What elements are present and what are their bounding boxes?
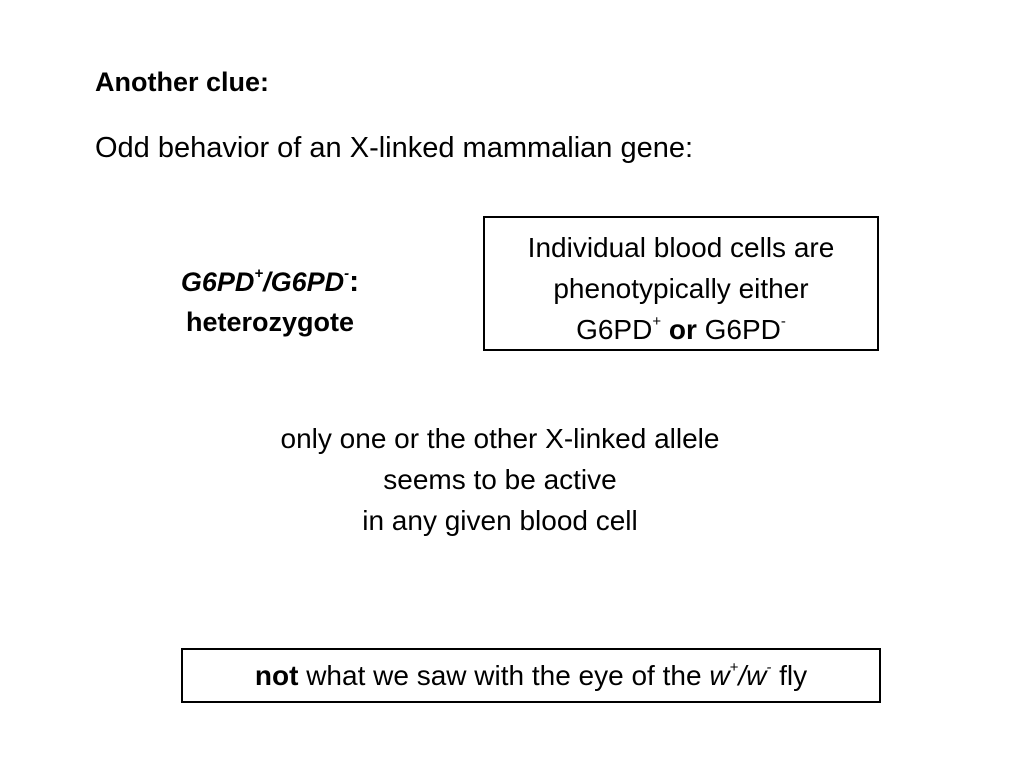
conclusion-text: only one or the other X-linked allele se… — [150, 418, 850, 541]
note-allele-2: w — [746, 660, 767, 691]
phenotype-box: Individual blood cells are phenotypicall… — [483, 216, 879, 351]
phenotype-gene-b-superscript: - — [780, 312, 786, 330]
conclusion-line-1: only one or the other X-linked allele — [280, 423, 720, 454]
note-allele-1-superscript: + — [729, 658, 739, 676]
note-emphasis: not — [254, 660, 299, 691]
allele-1: G6PD — [180, 267, 255, 297]
phenotype-gene-a-superscript: + — [652, 312, 662, 330]
allele-1-superscript: + — [254, 265, 264, 282]
note-box: not what we saw with the eye of the w+/w… — [181, 648, 881, 703]
note-allele-1: w — [709, 660, 730, 691]
genotype-label: G6PD+/G6PD-: heterozygote — [120, 262, 420, 342]
note-allele-2-superscript: - — [766, 658, 772, 676]
allele-2: G6PD — [270, 267, 345, 297]
genotype-slash: / — [263, 267, 271, 297]
phenotype-or-word: or — [668, 314, 697, 345]
note-text: what we saw with the eye of the — [298, 660, 710, 691]
phenotype-gene-a: G6PD — [576, 314, 653, 345]
note-tail: fly — [771, 660, 808, 691]
phenotype-gene-b: G6PD — [704, 314, 781, 345]
genotype-formula: G6PD+/G6PD-: — [120, 262, 420, 302]
slide-heading: Another clue: — [95, 67, 270, 97]
phenotype-line-3: G6PD+ or G6PD- — [485, 309, 877, 350]
note-slash: / — [738, 660, 747, 691]
genotype-type: heterozygote — [185, 307, 355, 337]
conclusion-line-3: in any given blood cell — [362, 505, 638, 536]
conclusion-line-2: seems to be active — [383, 464, 617, 495]
genotype-colon: : — [349, 265, 360, 298]
phenotype-line-2: phenotypically either — [553, 273, 809, 304]
slide-subheading: Odd behavior of an X-linked mammalian ge… — [95, 132, 694, 164]
allele-2-superscript: - — [344, 265, 350, 282]
phenotype-line-1: Individual blood cells are — [527, 232, 835, 263]
